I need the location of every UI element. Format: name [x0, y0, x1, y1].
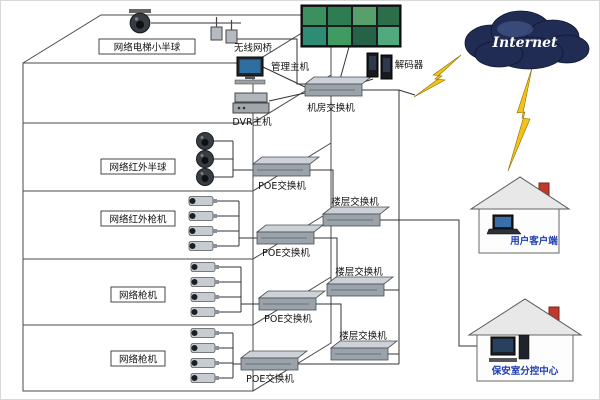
management-host-label: 管理主机 [271, 61, 310, 73]
laptop-icon [486, 214, 522, 235]
floor4-camera-label: 网络枪机 [119, 290, 158, 302]
network-links [151, 22, 481, 379]
room-switch-device [304, 76, 372, 97]
floor3-floor-switch [326, 276, 394, 297]
video-wall [300, 4, 402, 48]
floor3-camera-label: 网络红外枪机 [109, 214, 167, 226]
floor2-camera-label: 网络红外半球 [109, 162, 167, 174]
security-center-label: 保安室分控中心 [491, 365, 559, 377]
floor4-camera-label-box [110, 286, 166, 303]
lightning-to-client [507, 67, 533, 172]
floor4-floor-switch [330, 340, 398, 361]
wireless-bridge-device [210, 17, 238, 44]
elevator-dome-camera [129, 9, 151, 34]
internet-label: Internet [491, 35, 558, 51]
floor2-dome-cameras [196, 132, 214, 186]
floor3-bullet-cameras [188, 196, 218, 251]
floor2-camera-label-box [100, 158, 176, 175]
floor2-poe-switch [252, 156, 320, 177]
floor5-poe-switch [240, 350, 308, 371]
floor4-bullet-cameras [190, 262, 220, 317]
elevator-camera-label-box [98, 38, 196, 55]
floor4-poe-switch [258, 290, 326, 311]
decoder-device [366, 52, 393, 80]
floor3-poe-switch [256, 224, 324, 245]
user-client-house: 用户客户端 [469, 176, 571, 254]
floor4-switch-label: 楼层交换机 [339, 330, 387, 342]
roof [469, 176, 571, 210]
decoder-label: 解码器 [395, 59, 424, 71]
floor3-poe-label: POE交换机 [262, 247, 310, 259]
floor5-bullet-cameras [190, 328, 220, 383]
building-wireframe [22, 14, 333, 392]
room-switch-label: 机房交换机 [307, 102, 355, 114]
roof [467, 298, 583, 336]
floor5-poe-label: POE交换机 [246, 373, 294, 385]
floor4-poe-label: POE交换机 [264, 313, 312, 325]
floor2-switch-label: 楼层交换机 [331, 196, 379, 208]
wireless-bridge-label: 无线网桥 [234, 42, 273, 54]
internet-cloud: Internet [464, 10, 590, 70]
floor5-camera-label: 网络枪机 [119, 354, 158, 366]
floor3-switch-label: 楼层交换机 [335, 266, 383, 278]
management-host-computer [234, 56, 266, 85]
device-labels: 网络电梯小半球 无线网桥 管理主机 机房交换机 DVR主机 解码器 网络红外半球… [98, 38, 424, 385]
elevator-camera-label: 网络电梯小半球 [114, 42, 181, 54]
security-center-house: 保安室分控中心 [467, 298, 583, 382]
user-client-label: 用户客户端 [509, 235, 558, 247]
floor5-camera-label-box [110, 350, 166, 367]
floor3-camera-label-box [100, 210, 176, 227]
floor2-poe-label: POE交换机 [258, 180, 306, 192]
dvr-host-label: DVR主机 [232, 116, 272, 128]
dvr-host-device [232, 92, 270, 114]
desktop-computer-icon [489, 334, 530, 362]
floor-lines [23, 74, 332, 326]
lightning-to-building [413, 54, 462, 98]
floor2-floor-switch [322, 206, 390, 227]
